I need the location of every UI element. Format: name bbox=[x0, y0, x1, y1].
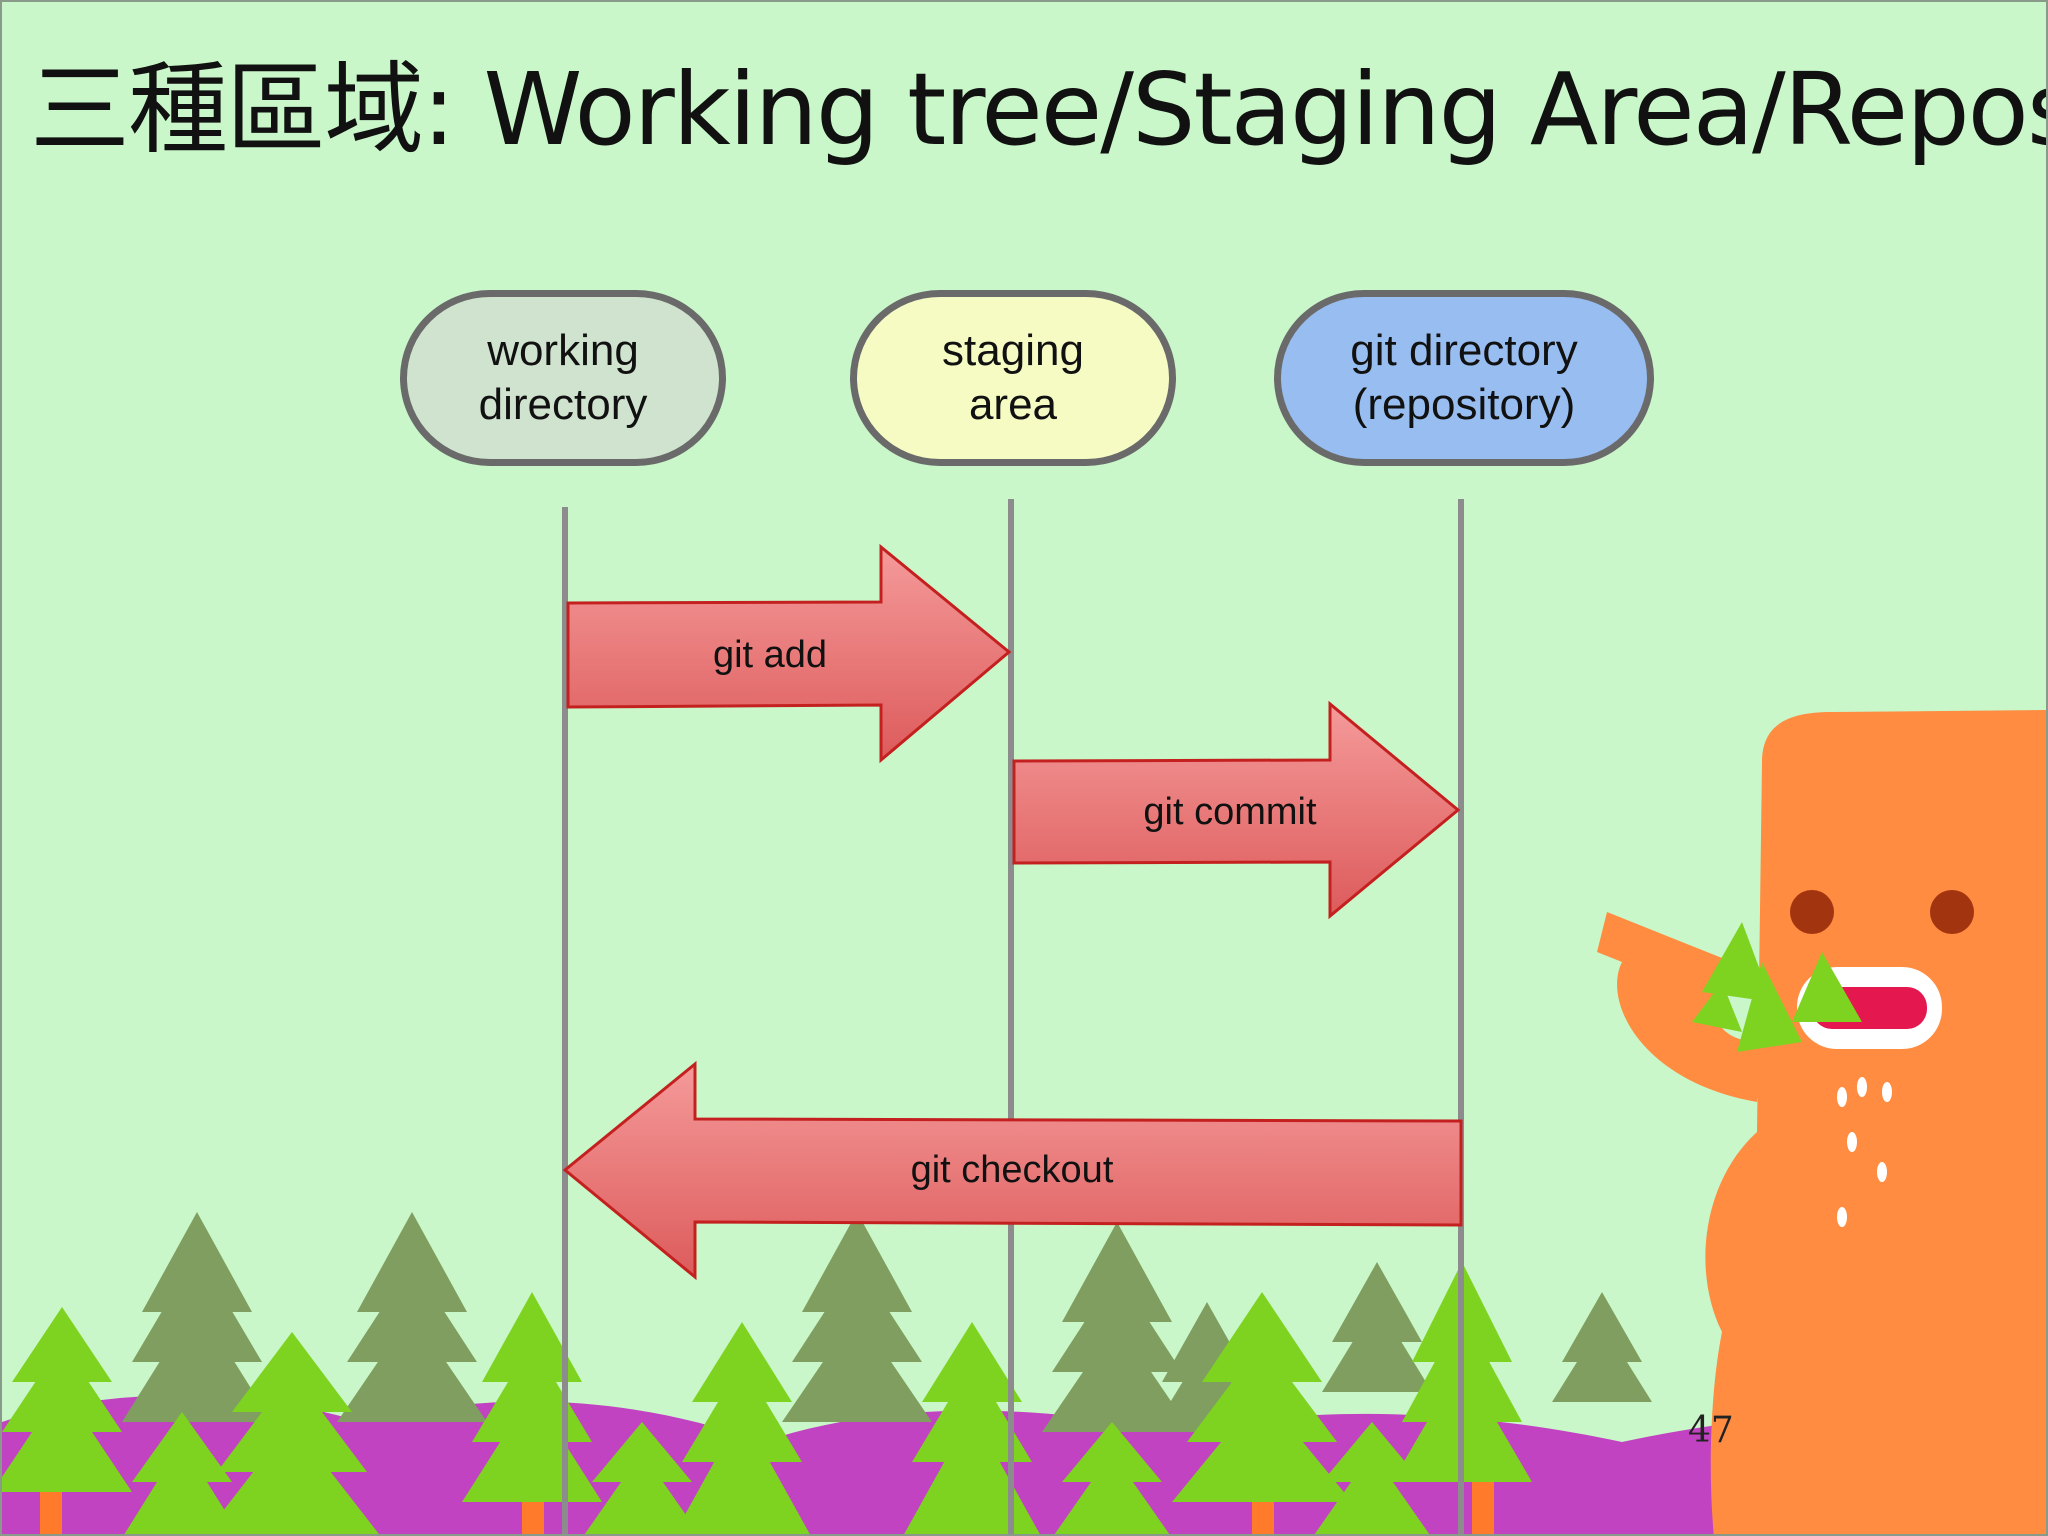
monster-drool bbox=[1837, 1077, 1892, 1227]
monster-eye-left bbox=[1790, 890, 1834, 934]
working-directory-node: working directory bbox=[400, 290, 726, 466]
staging-area-line2: area bbox=[968, 380, 1058, 429]
staging-area-line1: staging bbox=[942, 326, 1084, 375]
git-directory-line2: (repository) bbox=[1352, 380, 1576, 429]
monster-mascot bbox=[1597, 710, 2046, 1534]
git-checkout-arrow: git checkout bbox=[562, 1060, 1463, 1281]
git-add-label: git add bbox=[713, 634, 827, 676]
monster-leaves bbox=[1692, 922, 1862, 1052]
git-commit-arrow: git commit bbox=[1012, 700, 1461, 920]
git-directory-node: git directory (repository) bbox=[1274, 290, 1654, 466]
working-directory-line1: working bbox=[487, 326, 639, 375]
git-checkout-label: git checkout bbox=[911, 1149, 1114, 1191]
working-directory-line2: directory bbox=[478, 380, 648, 429]
slide-title: 三種區域: Working tree/Staging Area/Reposito… bbox=[30, 51, 2046, 168]
git-commit-label: git commit bbox=[1143, 791, 1317, 833]
git-directory-line1: git directory bbox=[1350, 326, 1578, 375]
monster-eye-right bbox=[1930, 890, 1974, 934]
git-add-arrow: git add bbox=[566, 543, 1012, 764]
page-number: 47 bbox=[1688, 1410, 1734, 1451]
olive-trees bbox=[122, 1212, 1652, 1432]
staging-area-node: staging area bbox=[850, 290, 1176, 466]
